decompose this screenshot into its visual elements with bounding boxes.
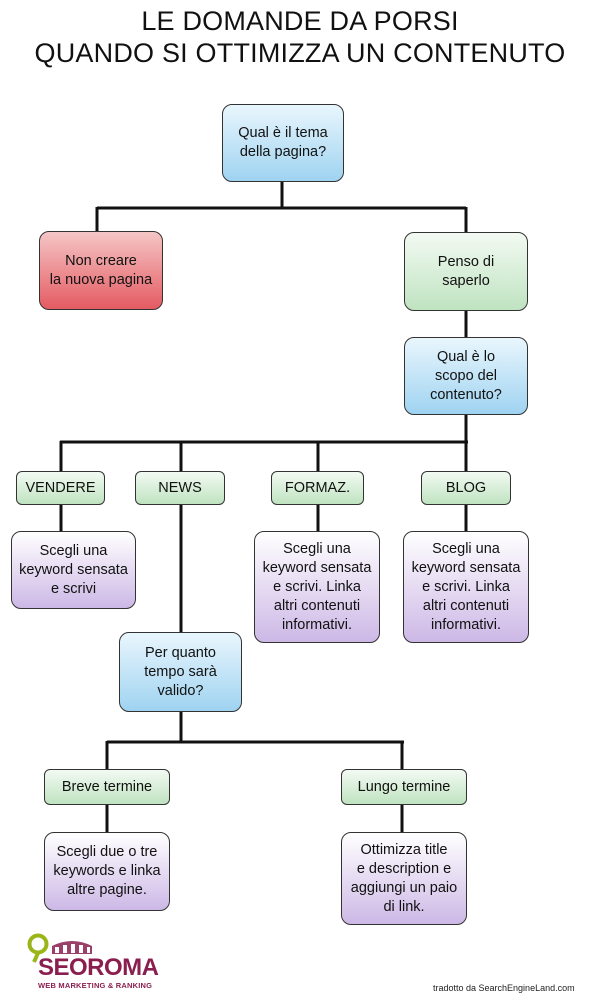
source-credit: tradotto da SearchEngineLand.com [433,983,575,993]
vendere-box: VENDERE [16,471,105,505]
long-term-action-box: Ottimizza title e description e aggiungi… [341,832,467,925]
formaz-box: FORMAZ. [271,471,364,505]
theme-question-box: Qual è il tema della pagina? [222,104,344,182]
long-term-box: Lungo termine [341,769,467,805]
no-create-box: Non creare la nuova pagina [39,231,163,310]
title-line-2: QUANDO SI OTTIMIZZA UN CONTENUTO [34,38,566,68]
time-question-box: Per quanto tempo sarà valido? [119,632,242,712]
seoroma-logo [27,933,92,963]
news-box: NEWS [135,471,225,505]
formaz-action-box: Scegli una keyword sensata e scrivi. Lin… [254,531,380,643]
short-term-action-box: Scegli due o tre keywords e linka altre … [44,832,170,911]
title-line-1: LE DOMANDE DA PORSI [141,6,459,36]
vendere-action-box: Scegli una keyword sensata e scrivi [11,531,136,609]
think-know-box: Penso di saperlo [404,232,528,311]
short-term-box: Breve termine [44,769,170,805]
logo-text: SEOROMA [38,954,159,981]
scope-question-box: Qual è lo scopo del contenuto? [404,337,528,415]
logo-tagline: WEB MARKETING & RANKING [38,981,153,990]
blog-action-box: Scegli una keyword sensata e scrivi. Lin… [403,531,529,643]
blog-box: BLOG [421,471,511,505]
